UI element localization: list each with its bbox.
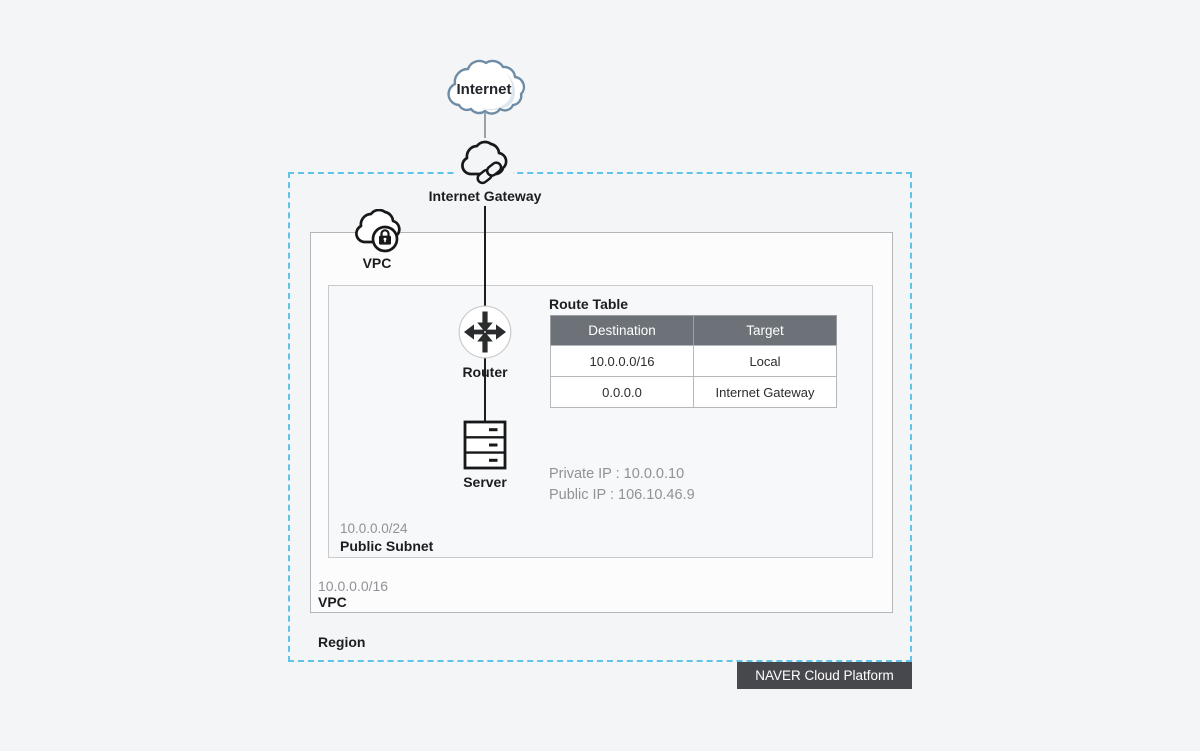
connector-internet-to-gateway (484, 113, 486, 141)
cloud-lock-icon (351, 208, 407, 260)
table-row: 0.0.0.0 Internet Gateway (550, 376, 837, 408)
route-table-header-destination: Destination (550, 315, 694, 346)
route-destination-cell: 10.0.0.0/16 (550, 345, 694, 377)
server-label: Server (463, 474, 507, 490)
vpc-cidr: 10.0.0.0/16 (318, 578, 389, 594)
naver-cloud-platform-badge: NAVER Cloud Platform (737, 662, 912, 689)
internet-gateway-label: Internet Gateway (428, 188, 542, 204)
vpc-icon-label: VPC (362, 255, 392, 271)
internet-label: Internet (456, 81, 512, 98)
route-table-title: Route Table (549, 296, 629, 312)
route-target-cell: Internet Gateway (693, 376, 837, 408)
table-row: 10.0.0.0/16 Local (550, 345, 837, 377)
server-ip-info: Private IP : 10.0.0.10 Public IP : 106.1… (549, 464, 695, 506)
public-ip-text: Public IP : 106.10.46.9 (549, 487, 695, 503)
route-target-cell: Local (693, 345, 837, 377)
router-arrows-icon (458, 305, 512, 364)
route-destination-cell: 0.0.0.0 (550, 376, 694, 408)
route-table-header-row: Destination Target (550, 315, 837, 346)
server-rack-icon (463, 420, 507, 475)
private-ip-text: Private IP : 10.0.0.10 (549, 466, 685, 482)
cloud-icon (441, 52, 529, 123)
route-table-header-target: Target (693, 315, 837, 346)
vpc-label: VPC (318, 594, 347, 610)
cloud-link-icon (457, 138, 513, 191)
router-label: Router (462, 364, 508, 380)
route-table: Destination Target 10.0.0.0/16 Local 0.0… (550, 315, 837, 408)
connector-router-to-server (484, 357, 486, 423)
badge-label: NAVER Cloud Platform (755, 668, 894, 683)
public-subnet-cidr: 10.0.0.0/24 (340, 521, 408, 536)
region-label: Region (318, 634, 366, 650)
connector-gateway-to-router (484, 206, 486, 308)
public-subnet-label: Public Subnet (340, 538, 434, 554)
region-boundary (288, 172, 912, 662)
